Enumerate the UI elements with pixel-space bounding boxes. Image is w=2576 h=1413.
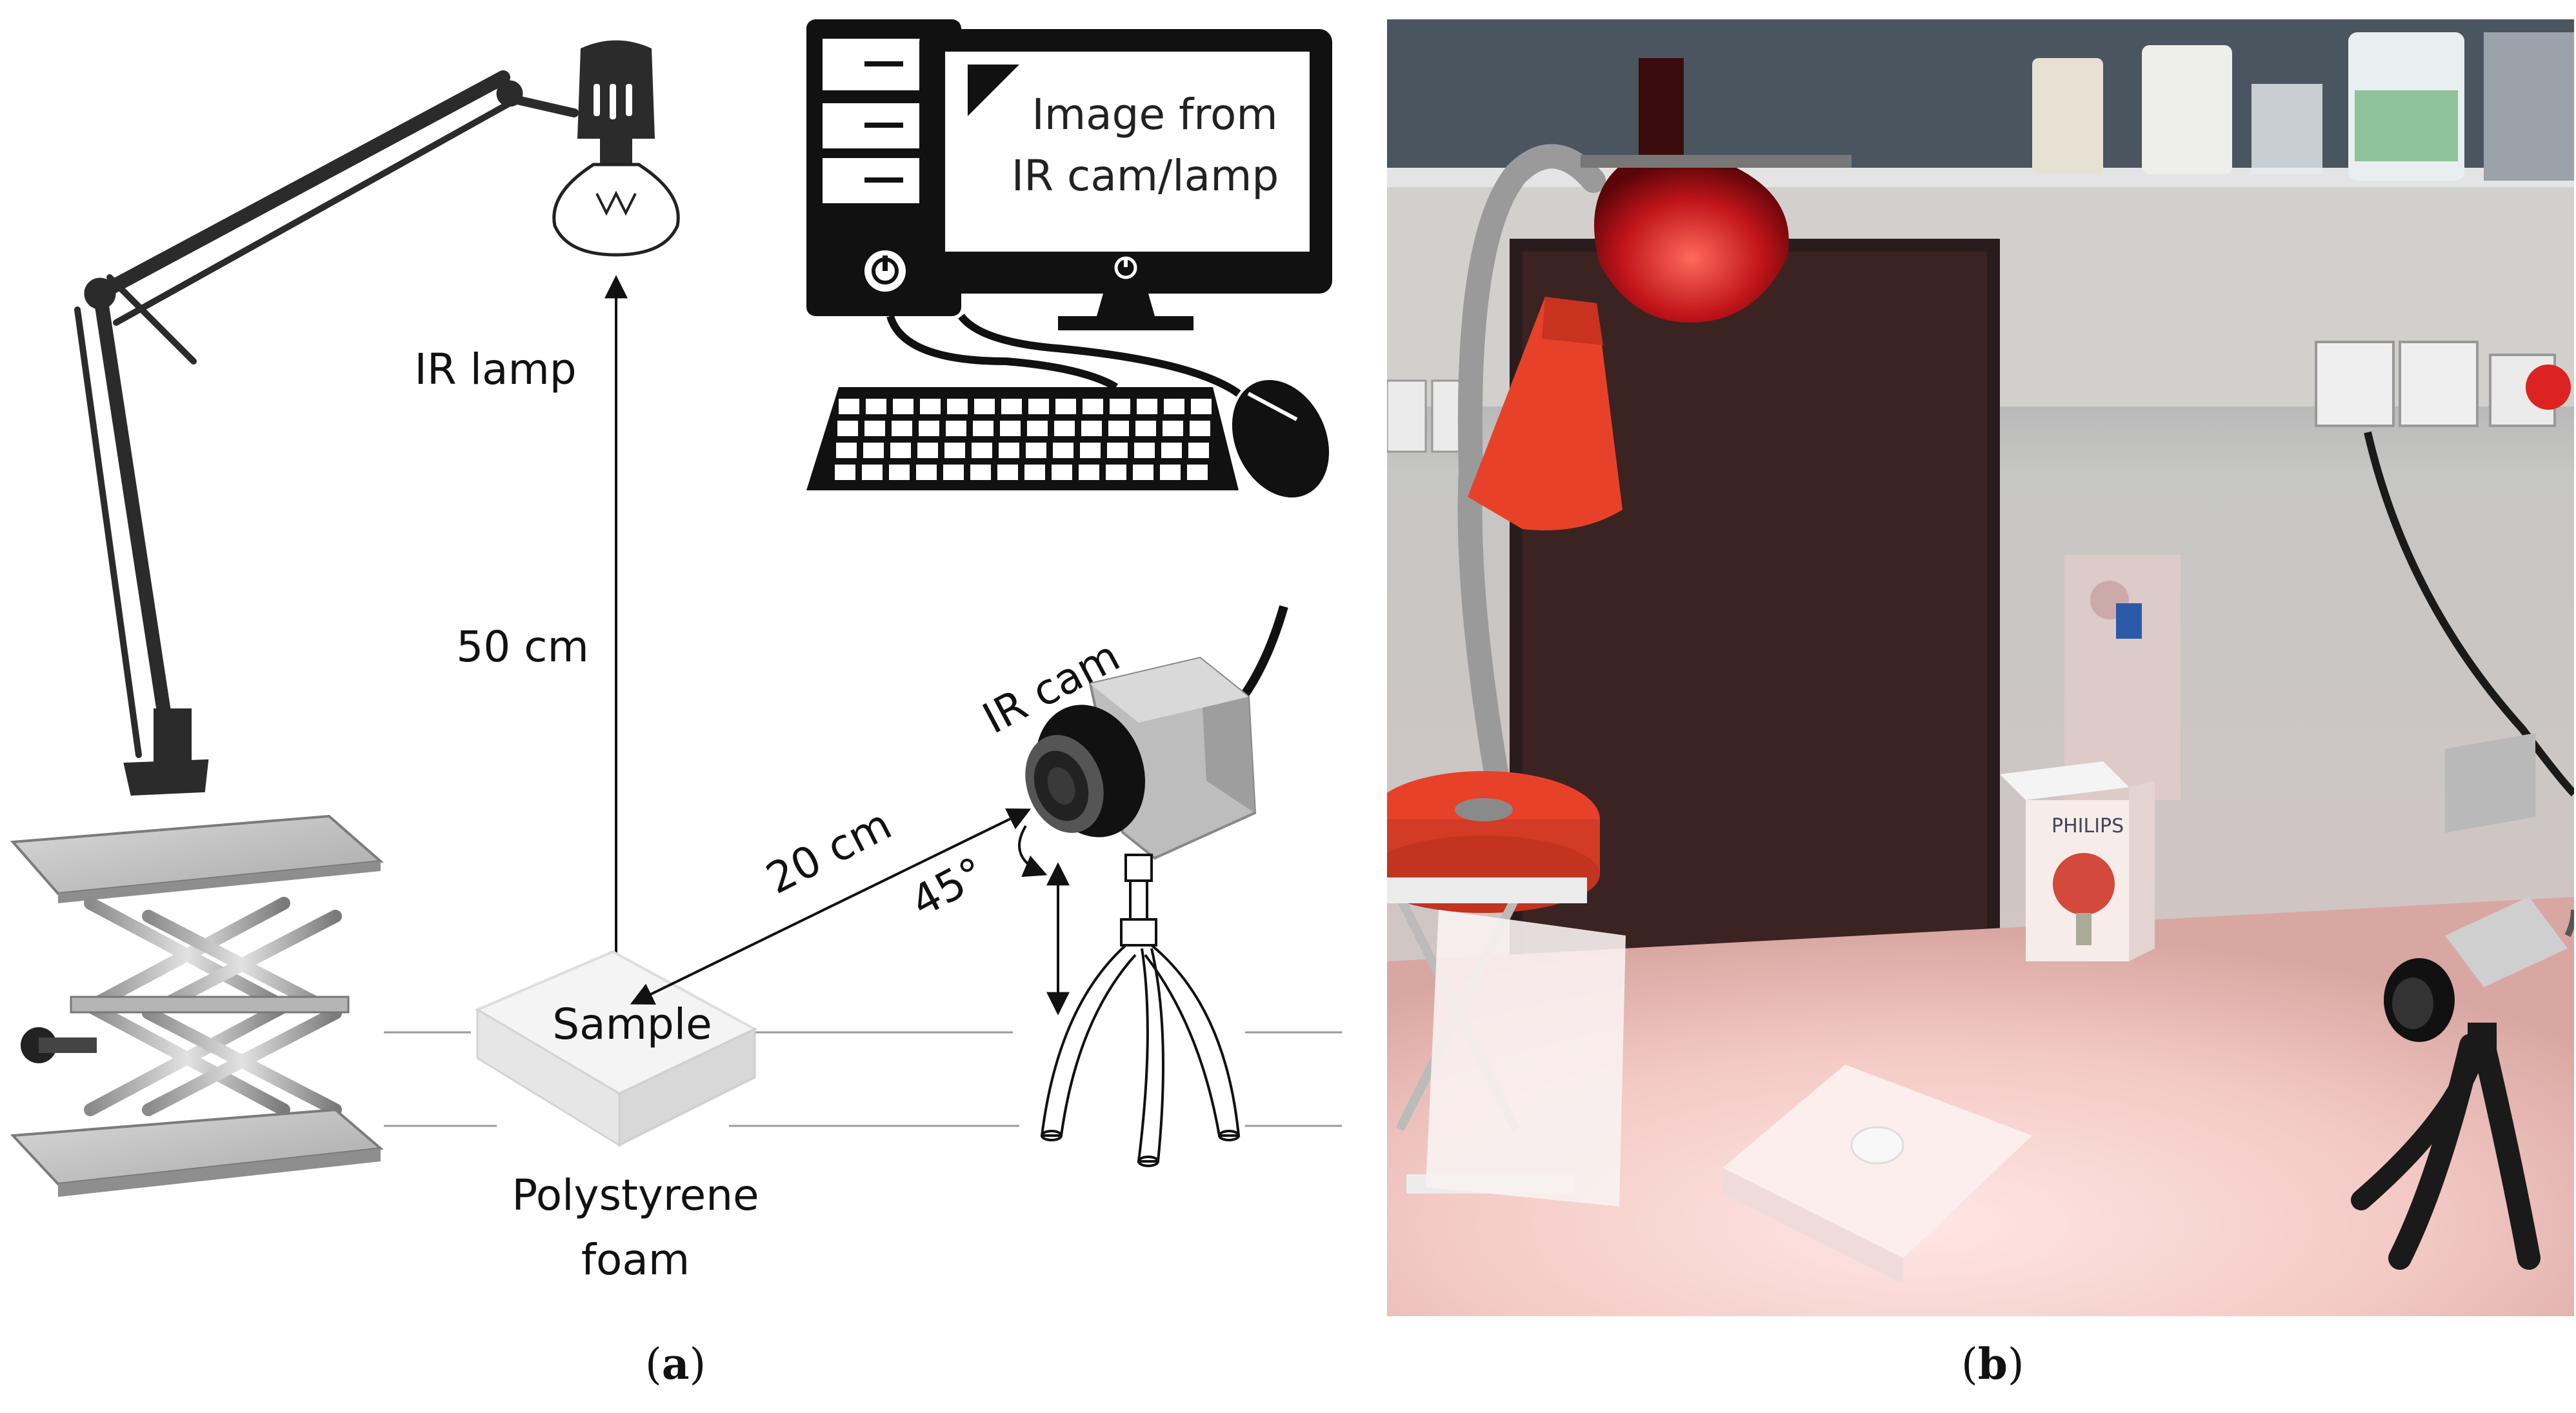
keyboard-key (890, 443, 911, 458)
caption-b-open: ( (1961, 1339, 1978, 1389)
setup-schematic: IR lamp 50 cm Sample Polystyrene foam (10, 19, 1342, 1285)
keyboard-key (1133, 465, 1153, 480)
caption-a-open: ( (645, 1339, 662, 1389)
angle-arc (1018, 825, 1048, 877)
keyboard-key (1110, 399, 1130, 414)
foam-block (474, 950, 758, 1147)
keyboard-key (972, 443, 992, 458)
keyboard-key (1083, 399, 1103, 414)
screen-text-line2: IR cam/lamp (1012, 151, 1279, 201)
lab-jack-icon (10, 814, 384, 1197)
keyboard-key (1053, 443, 1073, 458)
keyboard-key (1106, 465, 1126, 480)
keyboard-key (1028, 399, 1049, 414)
foam-label-line1: Polystyrene (512, 1170, 759, 1220)
caption-a: (a) (645, 1339, 706, 1389)
keyboard-key (863, 443, 884, 458)
keyboard-key (1026, 443, 1046, 458)
keyboard-key (947, 399, 968, 414)
keyboard-key (892, 421, 912, 436)
caption-b-close: ) (2007, 1339, 2024, 1389)
keyboard-key (1054, 421, 1075, 436)
keyboard-key (839, 399, 859, 414)
keyboard-key (1079, 465, 1099, 480)
setup-photograph: PHILIPS (1387, 19, 2574, 1316)
foam-photo (1722, 1065, 2032, 1284)
computer-icon (806, 19, 1332, 330)
keyboard-key (1108, 421, 1129, 436)
caption-b: (b) (1961, 1339, 2024, 1389)
keyboard-key (1161, 443, 1182, 458)
camera-distance-label: 20 cm (759, 799, 899, 904)
keyboard-key (1052, 465, 1072, 480)
keyboard-key (836, 443, 857, 458)
keyboard-key (1024, 465, 1045, 480)
keyboard-key (1134, 443, 1155, 458)
keyboard-key (919, 421, 939, 436)
light-bulb-icon (552, 40, 680, 257)
caption-b-letter: b (1977, 1339, 2008, 1389)
mouse-icon (1232, 379, 1330, 498)
monitor-power-icon (1114, 256, 1137, 279)
keyboard-key (999, 443, 1019, 458)
thermal-camera-icon (1025, 605, 1288, 860)
keyboard-key (920, 399, 941, 414)
keyboard-key (1055, 399, 1076, 414)
lamp-distance-label: 50 cm (456, 622, 589, 672)
keyboard-key (1000, 421, 1021, 436)
keyboard-key (1081, 421, 1102, 436)
foam-label-line2: foam (581, 1235, 690, 1285)
keyboard-key (997, 465, 1018, 480)
keyboard-key (1190, 421, 1210, 436)
keyboard-key (862, 465, 883, 480)
keyboard-key (1164, 399, 1184, 414)
angle-label: 45° (903, 848, 993, 927)
keyboard-key (916, 465, 937, 480)
bulb-box-photo: PHILIPS (2000, 761, 2155, 961)
keyboard-key (1188, 443, 1209, 458)
keyboard-key (943, 465, 964, 480)
keyboard-key (1107, 443, 1128, 458)
ir-camera-photo (2351, 733, 2568, 1270)
caption-a-close: ) (689, 1339, 706, 1389)
keyboard-icon (806, 387, 1239, 490)
keyboard-key (837, 421, 858, 436)
keyboard-key (1027, 421, 1048, 436)
keyboard-key (1080, 443, 1101, 458)
keyboard-key (1137, 399, 1157, 414)
keyboard-key (974, 399, 995, 414)
ir-bulb-photo (1594, 58, 1789, 323)
keyboard-key (835, 465, 855, 480)
keyboard-key (946, 421, 966, 436)
tripod-icon (1040, 854, 1241, 1167)
keyboard-key (864, 421, 885, 436)
keyboard-key (970, 465, 991, 480)
floor-lines (384, 1031, 1342, 1127)
keyboard-key (1163, 421, 1183, 436)
keyboard-key (917, 443, 938, 458)
power-icon (864, 250, 906, 292)
bulb-box-brand: PHILIPS (2052, 815, 2124, 837)
keyboard-key (866, 399, 886, 414)
keyboard-key (1187, 465, 1208, 480)
keyboard-key (1135, 421, 1156, 436)
keyboard-key (1160, 465, 1181, 480)
ir-lamp-label: IR lamp (414, 345, 576, 394)
keyboard-key (893, 399, 914, 414)
camera-distance-arrow (630, 808, 1032, 1005)
keyboard-key (944, 443, 965, 458)
keyboard-key (973, 421, 993, 436)
keyboard-key (1191, 399, 1212, 414)
sample-label: Sample (552, 999, 712, 1049)
screen-text-line1: Image from (1032, 90, 1277, 139)
keyboard-key (1001, 399, 1022, 414)
keyboard-key (889, 465, 910, 480)
desk-lamp-icon (74, 70, 579, 796)
caption-a-letter: a (661, 1339, 690, 1389)
